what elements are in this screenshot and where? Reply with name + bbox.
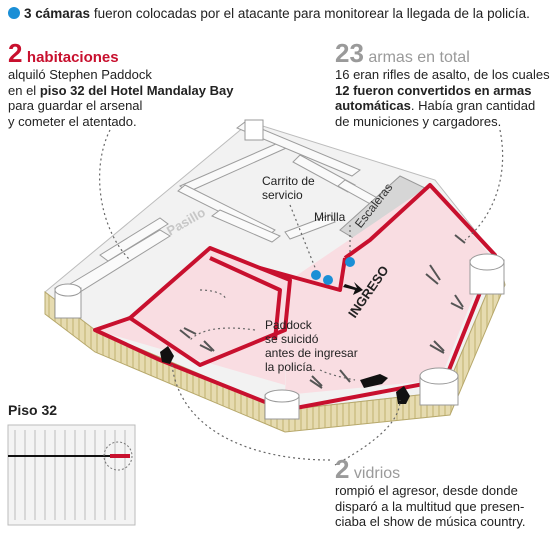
rooms-line-4: y cometer el atentado. — [8, 113, 137, 129]
rooms-title: habitaciones — [26, 49, 119, 66]
floor-32-minimap — [7, 424, 136, 526]
weapons-line-2: 12 fueron convertidos en armas — [335, 82, 532, 98]
weapons-number: 23 — [335, 38, 364, 68]
windows-title: vidrios — [353, 465, 401, 482]
weapons-line-3-bold: automáticas — [335, 98, 411, 113]
suicide-line-3: antes de ingresar — [265, 346, 358, 360]
windows-line-3: ciaba el show de música country. — [335, 514, 526, 529]
cart-label-1: Carrito de — [262, 174, 315, 188]
weapons-title: armas en total — [368, 49, 470, 66]
peephole-label: Mirilla — [314, 210, 346, 224]
suicide-line-1: Paddock — [265, 318, 312, 332]
weapons-line-1: 16 eran rifles de asalto, de los cuales — [335, 67, 550, 82]
body-icon — [360, 374, 388, 388]
camera-icons — [311, 257, 355, 285]
suite-rooms — [95, 185, 490, 395]
cameras-text: fueron colocadas por el atacante para mo… — [90, 6, 530, 21]
suicide-line-2: se suicidó — [265, 332, 319, 346]
broken-window-icons — [160, 346, 410, 404]
rooms-block: 2 habitaciones alquiló Stephen Paddock e… — [8, 40, 248, 129]
camera-dot-icon — [8, 7, 20, 19]
suicide-line-4: la policía. — [265, 360, 316, 374]
cameras-count: 3 cámaras — [24, 6, 91, 21]
weapons-line-4: de municiones y cargadores. — [335, 113, 502, 129]
rooms-line-1: alquiló Stephen Paddock — [8, 67, 152, 82]
weapons-line-3-rest: . Había gran cantidad — [410, 98, 536, 113]
rooms-line-2-bold: piso 32 del Hotel Mandalay Bay — [39, 82, 234, 98]
rooms-line-3: para guardar el arsenal — [8, 98, 143, 113]
entry-arrow-icon — [343, 282, 363, 295]
rooms-line-2-pre: en el — [8, 82, 40, 98]
cart-label: Carrito de servicio — [262, 174, 315, 202]
suicide-label: Paddock se suicidó antes de ingresar la … — [265, 318, 358, 374]
cart-label-2: servicio — [262, 188, 303, 202]
rooms-number: 2 — [8, 38, 23, 68]
windows-block: 2 vidrios rompió el agresor, desde donde… — [335, 456, 550, 530]
windows-line-2: disparó a la multitud que presen- — [335, 498, 525, 514]
leader-lines — [99, 129, 504, 466]
cameras-caption: 3 cámaras fueron colocadas por el atacan… — [8, 5, 530, 23]
pillars — [54, 119, 505, 420]
weapons-icons — [179, 234, 466, 389]
weapons-block: 23 armas en total 16 eran rifles de asal… — [335, 40, 550, 129]
floor-title: Piso 32 — [8, 402, 58, 418]
windows-line-1: rompió el agresor, desde donde — [335, 483, 518, 498]
windows-number: 2 — [335, 454, 350, 484]
